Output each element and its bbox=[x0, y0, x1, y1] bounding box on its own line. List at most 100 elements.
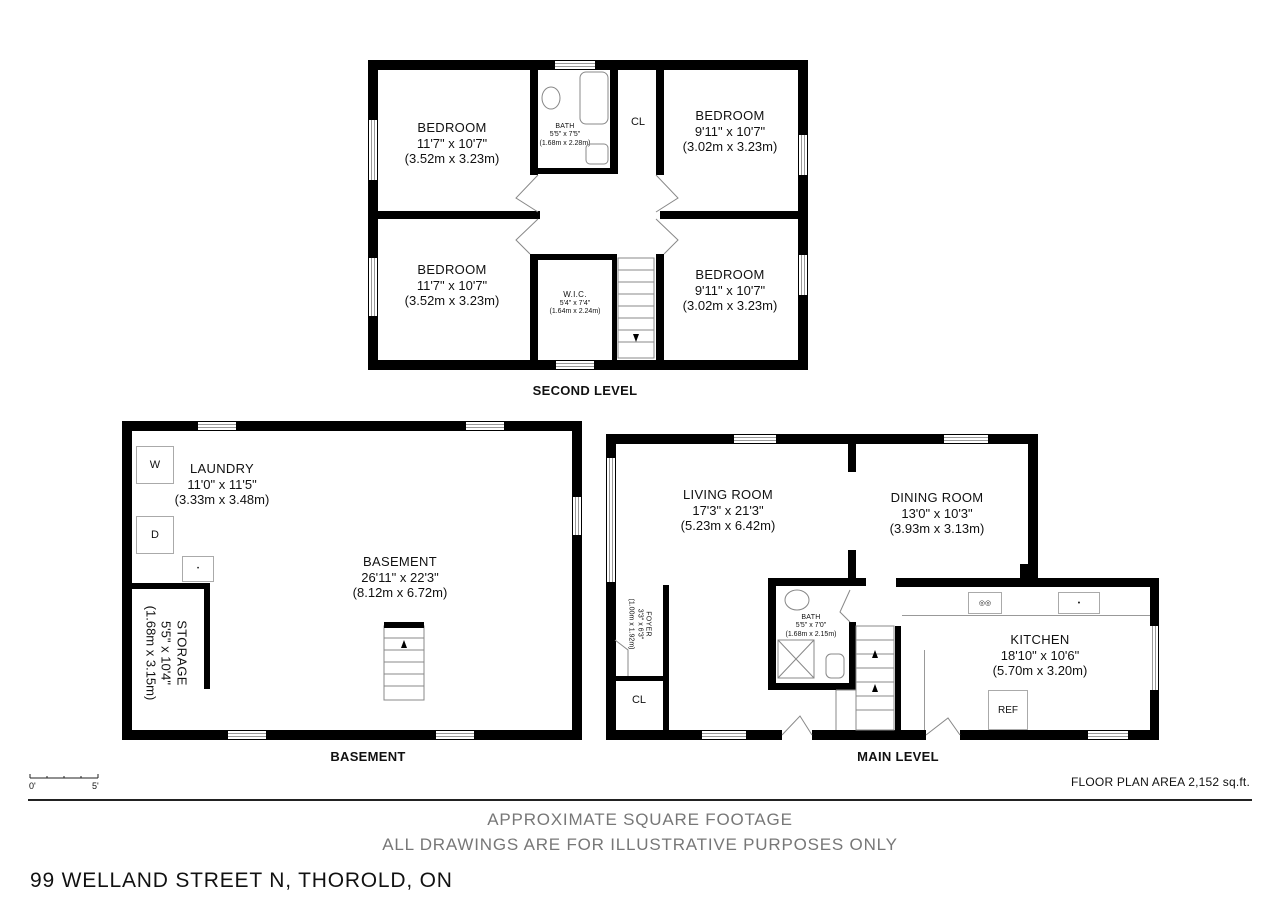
closet-label: CL bbox=[630, 116, 646, 128]
room-name: BEDROOM bbox=[417, 120, 487, 135]
closet-label: CL bbox=[631, 694, 647, 706]
bedroom-sw-label: BEDROOM 11'7" x 10'7" (3.52m x 3.23m) bbox=[405, 262, 500, 309]
window bbox=[799, 255, 807, 295]
room-metric: (5.70m x 3.20m) bbox=[992, 663, 1088, 679]
wall bbox=[1028, 434, 1038, 586]
wall bbox=[530, 168, 618, 174]
toilet-icon bbox=[585, 143, 609, 165]
scale-bar bbox=[29, 774, 99, 779]
washer: W bbox=[136, 446, 174, 484]
room-metric: (3.93m x 3.13m) bbox=[889, 521, 985, 537]
wall bbox=[768, 578, 866, 586]
room-metric: (3.33m x 3.48m) bbox=[174, 492, 270, 508]
wall bbox=[660, 211, 798, 219]
refrigerator: REF bbox=[988, 690, 1028, 730]
room-metric: (1.64m x 2.24m) bbox=[549, 307, 601, 315]
basement-room-label: BASEMENT 26'11" x 22'3" (8.12m x 6.72m) bbox=[353, 554, 448, 601]
room-metric: (3.52m x 3.23m) bbox=[404, 151, 500, 167]
living-room-label: LIVING ROOM 17'3" x 21'3" (5.23m x 6.42m… bbox=[681, 487, 776, 534]
room-metric: (3.02m x 3.23m) bbox=[682, 139, 778, 155]
wall bbox=[606, 434, 1038, 444]
window bbox=[228, 731, 266, 739]
wall bbox=[848, 550, 856, 584]
basement-title: BASEMENT bbox=[330, 749, 406, 764]
disclaimer-line-2: ALL DRAWINGS ARE FOR ILLUSTRATIVE PURPOS… bbox=[382, 835, 898, 854]
window bbox=[1150, 626, 1158, 690]
room-name: LIVING ROOM bbox=[683, 487, 773, 502]
main-level-title: MAIN LEVEL bbox=[857, 749, 939, 764]
room-name: KITCHEN bbox=[1010, 632, 1070, 647]
window bbox=[369, 120, 377, 180]
floor-plan-area: FLOOR PLAN AREA 2,152 sq.ft. bbox=[1070, 775, 1250, 789]
room-metric: (5.23m x 6.42m) bbox=[680, 518, 776, 534]
room-metric: (8.12m x 6.72m) bbox=[352, 585, 448, 601]
room-imperial: 11'7" x 10'7" bbox=[416, 135, 488, 151]
stairs-icon bbox=[835, 625, 895, 731]
room-imperial: 13'0" x 10'3" bbox=[901, 505, 973, 521]
room-name: DINING ROOM bbox=[890, 490, 984, 505]
wic-label: W.I.C. 5'4" x 7'4" (1.64m x 2.24m) bbox=[550, 290, 601, 316]
door-swing-icon bbox=[614, 639, 629, 676]
door-swing-icon bbox=[925, 717, 961, 736]
window bbox=[799, 135, 807, 175]
wall bbox=[378, 211, 540, 219]
bath-main-label: BATH 5'5" x 7'0" (1.68m x 2.15m) bbox=[786, 614, 837, 639]
room-imperial: 11'7" x 10'7" bbox=[416, 277, 488, 293]
bedroom-nw-label: BEDROOM 11'7" x 10'7" (3.52m x 3.23m) bbox=[405, 120, 500, 167]
dining-room-label: DINING ROOM 13'0" x 10'3" (3.93m x 3.13m… bbox=[890, 490, 985, 537]
room-name: BEDROOM bbox=[417, 262, 487, 277]
wall bbox=[895, 626, 901, 730]
room-imperial: 11'0" x 11'5" bbox=[187, 476, 257, 492]
room-imperial: 5'4" x 7'4" bbox=[559, 299, 591, 307]
door-swing-icon bbox=[781, 715, 813, 736]
wall bbox=[612, 676, 666, 681]
room-metric: (3.02m x 3.23m) bbox=[682, 298, 778, 314]
sink-icon bbox=[784, 589, 810, 611]
room-name: BATH bbox=[801, 614, 821, 621]
wall bbox=[122, 421, 582, 431]
wall bbox=[849, 622, 856, 690]
bedroom-se-label: BEDROOM 9'11" x 10'7" (3.02m x 3.23m) bbox=[683, 267, 778, 314]
room-imperial: 18'10" x 10'6" bbox=[1000, 647, 1080, 663]
room-imperial: 9'11" x 10'7" bbox=[694, 282, 766, 298]
room-name: BATH bbox=[555, 123, 575, 130]
wall bbox=[610, 70, 618, 174]
window bbox=[369, 258, 377, 316]
scale-start-label: 0' bbox=[29, 781, 36, 791]
sink-icon bbox=[541, 86, 561, 110]
dryer: D bbox=[136, 516, 174, 554]
arrow-up-icon bbox=[401, 640, 407, 648]
arrow-down-icon bbox=[633, 334, 639, 342]
wall bbox=[122, 730, 582, 740]
door-swing-icon bbox=[515, 218, 539, 255]
arrow-up-icon bbox=[872, 650, 878, 658]
wall bbox=[530, 254, 538, 360]
counter-edge bbox=[924, 650, 925, 730]
window bbox=[198, 422, 236, 430]
room-imperial: 26'11" x 22'3" bbox=[361, 569, 439, 585]
wall bbox=[960, 730, 1159, 740]
wall bbox=[606, 434, 616, 739]
wall bbox=[122, 421, 132, 740]
stairs-landing bbox=[384, 622, 424, 628]
wall bbox=[656, 70, 664, 175]
wall bbox=[572, 421, 582, 740]
wall bbox=[848, 444, 856, 472]
toilet-icon bbox=[825, 653, 845, 679]
window bbox=[556, 361, 594, 369]
window bbox=[944, 435, 988, 443]
wall bbox=[368, 60, 378, 370]
stairs-icon bbox=[383, 625, 425, 701]
arrow-up-icon bbox=[872, 684, 878, 692]
wall bbox=[204, 583, 210, 689]
shower-icon bbox=[777, 639, 815, 679]
wall bbox=[530, 254, 614, 260]
window bbox=[555, 61, 595, 69]
wall bbox=[663, 585, 669, 730]
door-swing-icon bbox=[655, 218, 679, 255]
room-metric: (1.68m x 2.15m) bbox=[785, 630, 837, 638]
wall bbox=[798, 60, 808, 370]
window bbox=[436, 731, 474, 739]
room-metric: (3.52m x 3.23m) bbox=[404, 293, 500, 309]
